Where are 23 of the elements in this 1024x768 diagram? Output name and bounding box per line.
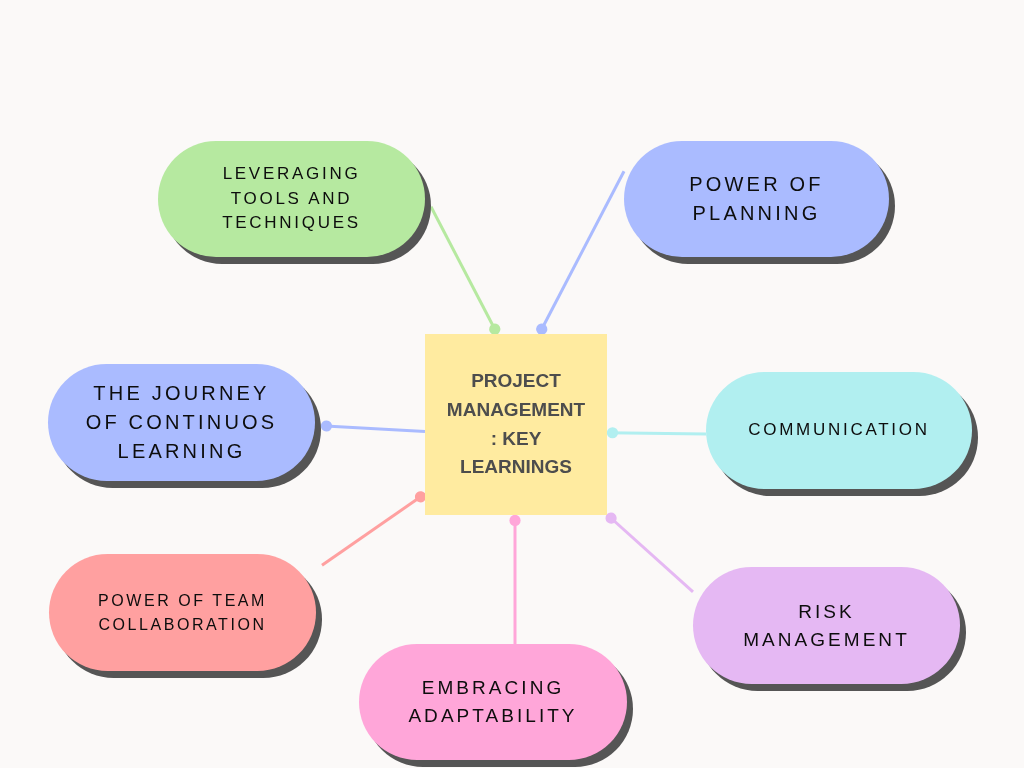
subtopic-pill bbox=[48, 364, 321, 488]
central-topic-box bbox=[425, 334, 607, 515]
connector-line bbox=[605, 512, 694, 593]
subtopic-pill bbox=[359, 644, 633, 767]
connector-line bbox=[536, 170, 626, 335]
subtopic-label: THE JOURNEY OF CONTINUOS LEARNING bbox=[84, 381, 279, 464]
subtopic-label: RISK MANAGEMENT bbox=[742, 599, 911, 652]
connector-line bbox=[429, 206, 501, 335]
subtopic-pill bbox=[693, 567, 966, 691]
topic-label: PROJECT MANAGEMENT : KEY LEARNINGS bbox=[445, 368, 587, 480]
subtopic-label: EMBRACING ADAPTABILITY bbox=[407, 676, 579, 728]
subtopic-pill bbox=[706, 372, 978, 496]
subtopic-label: POWER OF TEAM COLLABORATION bbox=[97, 591, 268, 635]
connector-line bbox=[321, 491, 427, 567]
subtopic-pill bbox=[624, 141, 895, 264]
subtopic-label: LEVERAGING TOOLS AND TECHNIQUES bbox=[221, 163, 362, 235]
connector-line bbox=[509, 514, 521, 644]
subtopic-label: POWER OF PLANNING bbox=[688, 172, 825, 226]
subtopic-pill bbox=[49, 554, 322, 678]
subtopic-label: COMMUNICATION bbox=[748, 419, 930, 442]
subtopic-pill bbox=[158, 141, 431, 264]
connector-line bbox=[606, 427, 707, 439]
connector-line bbox=[320, 420, 426, 434]
